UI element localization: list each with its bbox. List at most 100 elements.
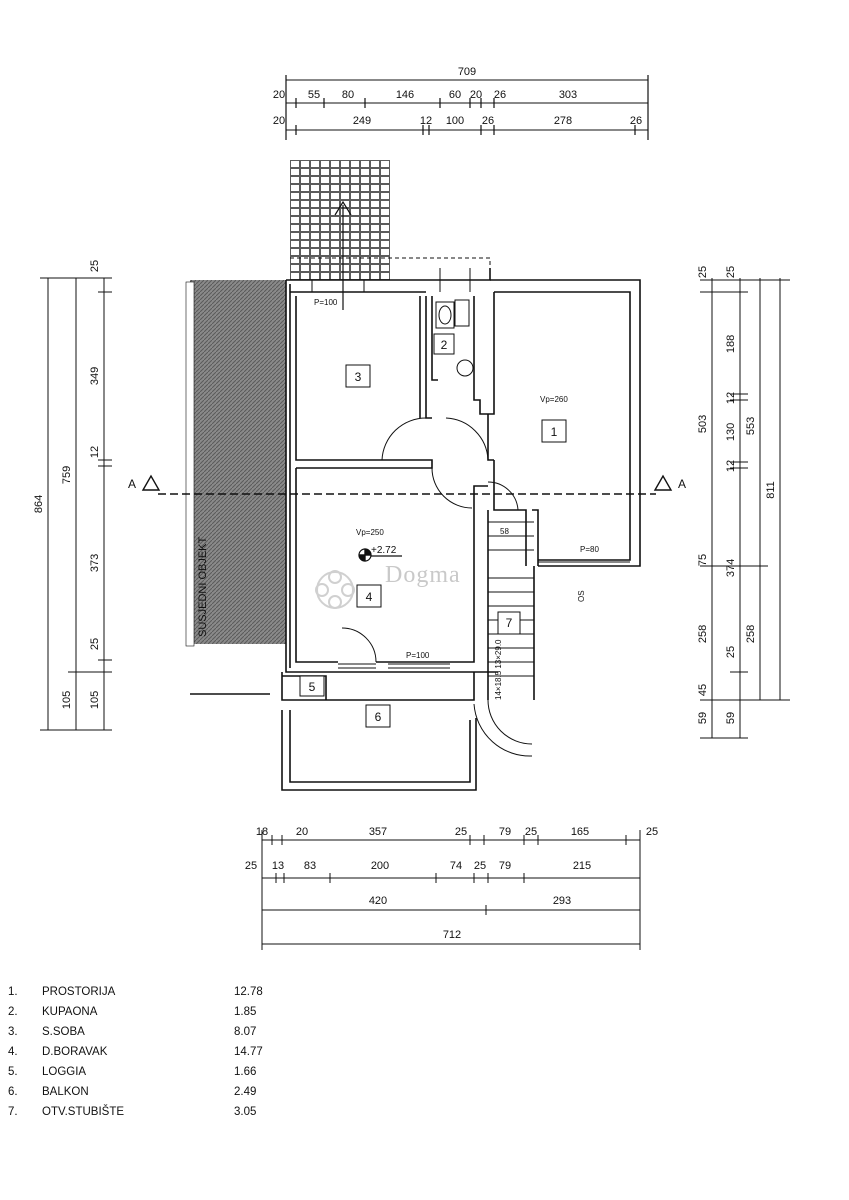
dim-bottom-r2: 215 — [573, 860, 591, 872]
dim-right-mid: 258 — [697, 625, 709, 643]
legend-row: 3. S.SOBA 8.07 — [8, 1026, 308, 1046]
room-tag-1: 1 — [551, 425, 558, 439]
legend-name: BALKON — [42, 1086, 89, 1098]
room-tag-7: 7 — [506, 616, 513, 630]
legend-area: 1.85 — [234, 1006, 257, 1018]
dim-right-mid: 503 — [697, 415, 709, 433]
dim-right-553: 553 — [745, 417, 757, 435]
room-tags — [299, 333, 567, 728]
legend-num: 1. — [8, 986, 18, 998]
legend-area: 12.78 — [234, 986, 263, 998]
legend-name: LOGGIA — [42, 1066, 87, 1078]
room-legend: 1. PROSTORIJA 12.78 2. KUPAONA 1.85 3. S… — [8, 986, 308, 1126]
legend-name: PROSTORIJA — [42, 986, 116, 998]
p100-room3: P=100 — [314, 298, 338, 307]
legend-row: 6. BALKON 2.49 — [8, 1086, 308, 1106]
dim-right-inner: 374 — [725, 559, 737, 577]
dim-top-r1: 20 — [470, 89, 482, 101]
legend-num: 7. — [8, 1106, 18, 1118]
dim-right-inner: 188 — [725, 335, 737, 353]
dim-top-r2: 100 — [446, 115, 464, 127]
legend-name: OTV.STUBIŠTE — [42, 1106, 125, 1118]
level-marker-icon — [358, 548, 402, 562]
room-tag-2: 2 — [441, 338, 448, 352]
dim-right-inner: 59 — [725, 712, 737, 724]
dim-bottom-r3: 293 — [553, 895, 571, 907]
dim-top-r1: 55 — [308, 89, 320, 101]
p100-room4: P=100 — [406, 651, 430, 660]
stair-note: 14×18.5 13×29.0 — [494, 639, 503, 700]
legend-num: 6. — [8, 1086, 18, 1098]
dim-top-r2: 26 — [630, 115, 642, 127]
legend-name: S.SOBA — [42, 1026, 85, 1038]
dim-left-outer: 864 — [33, 495, 45, 513]
left-dimensions — [40, 277, 112, 731]
dim-top-r2: 278 — [554, 115, 572, 127]
dim-top-r2: 12 — [420, 115, 432, 127]
vp-room4: Vp=250 — [356, 528, 384, 537]
dim-right-inner: 12 — [725, 392, 737, 404]
dim-bottom-r2: 83 — [304, 860, 316, 872]
dim-left-mid: 759 — [61, 466, 73, 484]
room-tag-5: 5 — [309, 680, 316, 694]
legend-row: 1. PROSTORIJA 12.78 — [8, 986, 308, 1006]
dim-top-r1: 20 — [273, 89, 285, 101]
dim-top-r1: 26 — [494, 89, 506, 101]
dim-bottom-total: 712 — [443, 929, 461, 941]
dim-top-r1: 303 — [559, 89, 577, 101]
dim-left-inner: 105 — [89, 691, 101, 709]
dim-top-r2: 20 — [273, 115, 285, 127]
dim-left-mid: 105 — [61, 691, 73, 709]
walls — [190, 257, 641, 791]
dim-bottom-r2: 79 — [499, 860, 511, 872]
dim-bottom-r2: 200 — [371, 860, 389, 872]
dim-left-inner: 25 — [89, 260, 101, 272]
dim-bottom-r1: 79 — [499, 826, 511, 838]
dim-right-inner: 12 — [725, 460, 737, 472]
room-tag-labels: 3 2 1 4 5 6 7 — [309, 338, 558, 724]
legend-area: 2.49 — [234, 1086, 257, 1098]
dim-bottom-r2: 13 — [272, 860, 284, 872]
top-dimensions — [285, 75, 649, 140]
watermark-logo-icon — [315, 570, 355, 609]
left-dimension-labels: 864 759 105 25 349 12 373 25 105 — [33, 260, 101, 709]
room-tag-3: 3 — [355, 370, 362, 384]
dim-right-inner: 130 — [725, 423, 737, 441]
dim-right-inner: 25 — [725, 266, 737, 278]
dim-right-mid: 59 — [697, 712, 709, 724]
legend-area: 8.07 — [234, 1026, 257, 1038]
legend-name: D.BORAVAK — [42, 1046, 108, 1058]
level-room4: +2.72 — [371, 545, 397, 556]
dim-bottom-r1: 20 — [296, 826, 308, 838]
small-os: OS — [577, 590, 586, 602]
dim-left-inner: 349 — [89, 367, 101, 385]
dim-bottom-r1: 25 — [455, 826, 467, 838]
top-dimension-labels: 709 20 55 80 146 60 20 26 303 20 249 12 … — [273, 66, 642, 127]
dim-bottom-r1: 18 — [256, 826, 268, 838]
legend-num: 5. — [8, 1066, 18, 1078]
bottom-dimensions — [261, 830, 641, 950]
bottom-dimension-labels: 18 20 357 25 79 25 165 25 25 13 83 200 7… — [245, 826, 658, 941]
dim-right-inner: 258 — [745, 625, 757, 643]
door-swings — [341, 417, 533, 757]
section-mark-left: A — [128, 477, 136, 491]
legend-area: 14.77 — [234, 1046, 263, 1058]
legend-area: 3.05 — [234, 1106, 257, 1118]
legend-row: 7. OTV.STUBIŠTE 3.05 — [8, 1106, 308, 1126]
dim-left-inner: 373 — [89, 554, 101, 572]
legend-row: 2. KUPAONA 1.85 — [8, 1006, 308, 1026]
dim-bottom-r3: 420 — [369, 895, 387, 907]
dim-top-r1: 146 — [396, 89, 414, 101]
legend-name: KUPAONA — [42, 1006, 98, 1018]
right-dimensions — [700, 278, 790, 739]
annotations: Vp=260 Vp=250 P=100 P=100 P=80 58 14×18.… — [314, 298, 599, 700]
vp-room1: Vp=260 — [540, 395, 568, 404]
dim-bottom-r1: 25 — [525, 826, 537, 838]
section-mark-right: A — [678, 477, 686, 491]
p80-room1: P=80 — [580, 545, 599, 554]
legend-num: 4. — [8, 1046, 18, 1058]
dim-bottom-r1: 165 — [571, 826, 589, 838]
roof-tiles — [290, 160, 390, 310]
right-dimension-labels: 811 553 25 503 258 45 59 75 25 188 12 13… — [697, 266, 777, 724]
